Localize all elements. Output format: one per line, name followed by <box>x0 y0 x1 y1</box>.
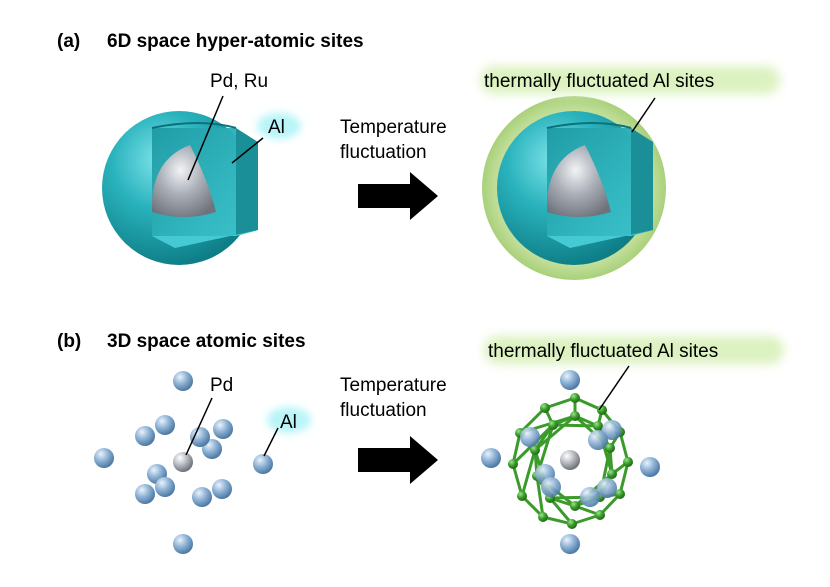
leader-core-a <box>187 95 224 181</box>
al-atom <box>173 371 193 391</box>
al-atom <box>253 454 273 474</box>
leader-fluct-b <box>598 365 630 411</box>
hyperatom-sphere-left <box>102 111 258 265</box>
core-left <box>151 145 216 217</box>
arrow-label-b-line2: fluctuation <box>340 400 427 421</box>
al-label-glow-b <box>267 407 311 433</box>
pd-atom <box>173 452 193 472</box>
cage-nodes <box>508 393 633 529</box>
arrow-b <box>358 436 438 484</box>
al-atom <box>192 487 212 507</box>
leader-al-b <box>263 427 279 457</box>
label-fluct-b: thermally fluctuated Al sites <box>488 341 718 362</box>
al-atom <box>190 427 210 447</box>
arrow-label-a-line1: Temperature <box>340 117 447 138</box>
al-atom <box>212 479 232 499</box>
fluct-label-glow-b <box>484 336 784 364</box>
label-al-a: Al <box>268 117 285 138</box>
hyperatom-sphere-right <box>482 96 666 280</box>
arrow-label-b-line1: Temperature <box>340 375 447 396</box>
atom-cluster-left <box>94 371 273 554</box>
label-pd-ru: Pd, Ru <box>210 71 268 92</box>
al-atom <box>135 484 155 504</box>
label-al-b: Al <box>280 412 297 433</box>
al-atom <box>560 534 580 554</box>
al-atom <box>155 477 175 497</box>
al-atom <box>481 448 501 468</box>
al-atom <box>94 448 114 468</box>
pd-atom <box>560 450 580 470</box>
al-atom <box>173 534 193 554</box>
al-atom <box>640 457 660 477</box>
panel-a-title: 6D space hyper-atomic sites <box>107 31 364 52</box>
al-label-glow-a <box>257 113 301 139</box>
arrow-label-a-line2: fluctuation <box>340 142 427 163</box>
panel-b-letter: (b) <box>57 331 81 352</box>
fluct-label-glow-a <box>480 66 780 94</box>
al-atom <box>135 426 155 446</box>
panel-b-title: 3D space atomic sites <box>107 331 306 352</box>
leader-pd-b <box>185 397 213 456</box>
leader-fluct-a <box>631 97 656 133</box>
leader-al-a <box>231 137 264 164</box>
label-fluct-a: thermally fluctuated Al sites <box>484 71 714 92</box>
panel-a-letter: (a) <box>57 31 80 52</box>
arrow-a <box>358 172 438 220</box>
al-atom <box>213 419 233 439</box>
al-atom <box>155 415 175 435</box>
al-atom <box>560 370 580 390</box>
cage-cluster-right <box>481 370 660 554</box>
label-pd-b: Pd <box>210 375 233 396</box>
